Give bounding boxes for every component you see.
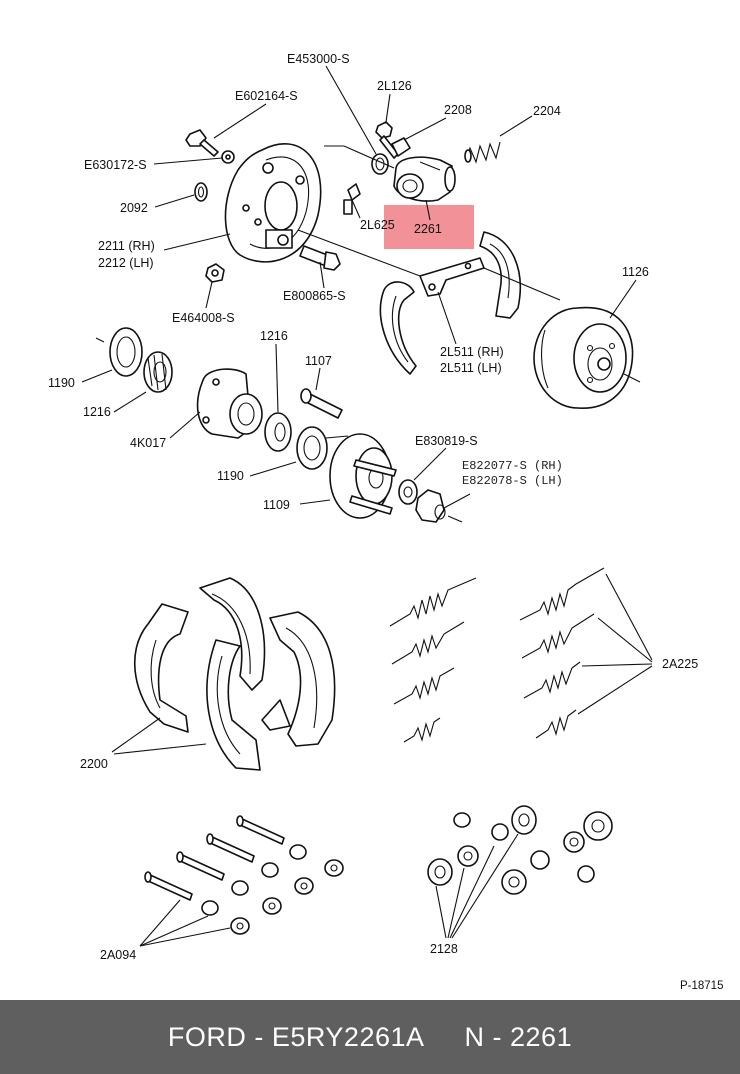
- label-1190-top: 1190: [48, 376, 75, 390]
- label-2128: 2128: [430, 942, 458, 956]
- springs-right: [519, 567, 605, 739]
- springs-left: [389, 577, 477, 743]
- label-reference: P-18715: [680, 980, 723, 992]
- footer-brand: FORD - E5RY2261A: [167, 1021, 425, 1052]
- label-e602164s: E602164-S: [235, 89, 298, 103]
- wheel-cylinder-2261: [393, 156, 456, 202]
- bleeder-2l625: [343, 183, 361, 215]
- label-1216-left: 1216: [83, 405, 111, 419]
- shoe-upper: [479, 231, 522, 319]
- seal-e453000: [371, 153, 389, 175]
- label-2261: 2261: [414, 222, 442, 236]
- adjuster-2l511: [419, 257, 485, 297]
- label-e800865s: E800865-S: [283, 289, 346, 303]
- washer-e830819: [398, 479, 418, 505]
- label-2l126: 2L126: [377, 79, 412, 93]
- clip-2092: [194, 182, 208, 202]
- label-e830819s: E830819-S: [415, 434, 478, 448]
- nut-e822077: [415, 489, 446, 523]
- label-e464008s: E464008-S: [172, 311, 235, 325]
- label-2212lh: 2212 (LH): [98, 256, 154, 270]
- boot-2208: [391, 137, 411, 157]
- label-2200: 2200: [80, 757, 108, 771]
- label-2l511rh: 2L511 (RH): [440, 345, 504, 359]
- label-e822078s: E822078-S (LH): [462, 474, 563, 488]
- bolt-e630172: [185, 129, 235, 164]
- label-1109: 1109: [263, 498, 290, 512]
- bearing-1216-bottom: [264, 412, 292, 452]
- nut-e464008: [205, 263, 225, 283]
- label-4k017: 4K017: [130, 436, 166, 450]
- hub-4k017: [196, 368, 263, 439]
- pins-2a094: [144, 815, 344, 935]
- drum-1126: [533, 306, 634, 409]
- seal-1190-top: [109, 327, 143, 377]
- seal-1190-bottom: [296, 426, 328, 470]
- footer-part: N - 2261: [464, 1021, 573, 1052]
- label-1107: 1107: [305, 354, 332, 368]
- label-2a225: 2A225: [662, 657, 698, 671]
- label-1190-bottom: 1190: [217, 469, 244, 483]
- label-2l511lh: 2L511 (LH): [440, 361, 502, 375]
- bolt-e800865: [299, 245, 341, 271]
- shoe-lower: [379, 281, 417, 375]
- screw-2l126: [375, 121, 399, 159]
- stud-1107: [300, 388, 343, 419]
- label-2l625: 2L625: [360, 218, 395, 232]
- label-2a094: 2A094: [100, 948, 136, 962]
- label-e822077s: E822077-S (RH): [462, 459, 563, 473]
- bearing-1216-top: [143, 351, 173, 393]
- footer-gap: [425, 1022, 465, 1053]
- label-2208: 2208: [444, 103, 472, 117]
- shoe-set-2200: [133, 577, 336, 771]
- backing-plate: [224, 143, 322, 263]
- leader-lines: [81, 65, 653, 947]
- label-1216-right: 1216: [260, 329, 288, 343]
- label-2092: 2092: [120, 201, 148, 215]
- spring-2204: [464, 141, 501, 164]
- exploded-brake-diagram: E453000-S 2L126 E602164-S 2208 2204 E630…: [48, 52, 723, 992]
- label-e630172s: E630172-S: [84, 158, 147, 172]
- label-e453000s: E453000-S: [287, 52, 350, 66]
- footer-bar: FORD - E5RY2261A N - 2261: [0, 1000, 740, 1074]
- label-2211rh: 2211 (RH): [98, 239, 155, 253]
- rotor-1109: [329, 433, 397, 519]
- bushings-2128: [427, 805, 613, 895]
- label-1126: 1126: [622, 265, 649, 279]
- label-2204: 2204: [533, 104, 561, 118]
